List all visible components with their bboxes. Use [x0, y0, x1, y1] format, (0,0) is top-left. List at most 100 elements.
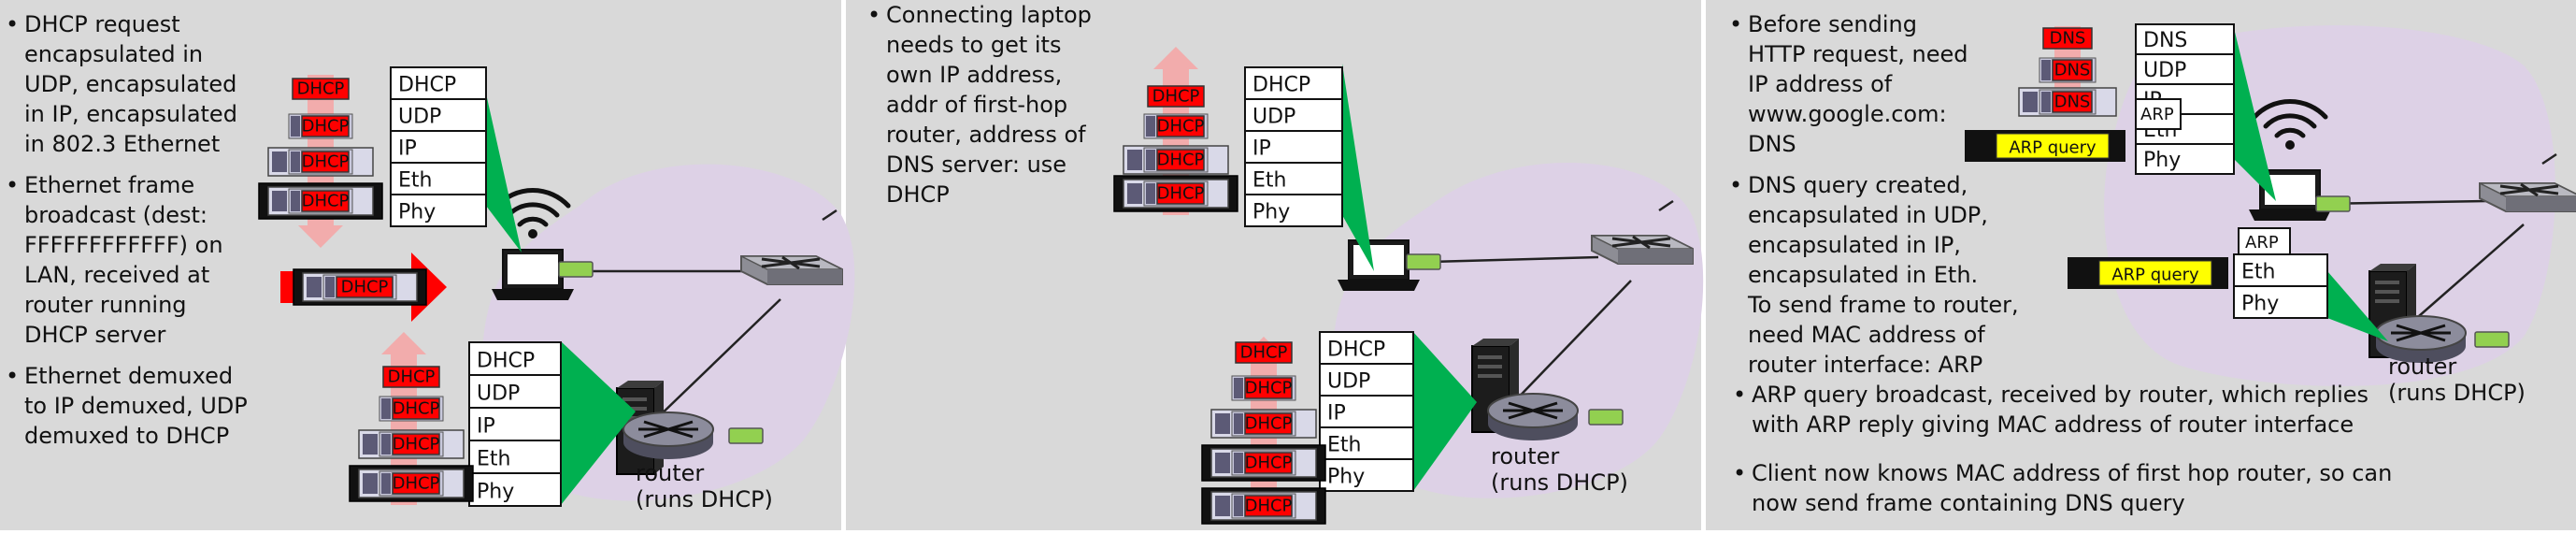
packet-tag: [301, 115, 350, 137]
stack-layer-box: [2233, 285, 2328, 319]
stack-layer-box: [468, 472, 562, 507]
panel3-bottom-bullet-1-line: now send frame containing DNS query: [1752, 490, 2185, 516]
plug-icon: [1406, 253, 1441, 270]
packet-tag: [1244, 377, 1293, 399]
packet-tag: [382, 366, 440, 388]
link-laptop-switch-2: [1429, 255, 1599, 264]
router-role-label: (runs DHCP): [2388, 380, 2526, 406]
plug-icon: [1588, 409, 1624, 426]
packet-tag: [292, 78, 350, 100]
ip-header-box: [272, 152, 287, 172]
panel2-bullet-0-line: addr of first-hop: [886, 92, 1067, 118]
panel3-bullet-0-line: IP address of: [1748, 71, 1893, 97]
stack-layer-box: [1244, 194, 1343, 227]
packet-tag: [1156, 182, 1205, 205]
stack-layer-box: [2135, 53, 2235, 85]
panel3-bullet-1-line: need MAC address of: [1748, 322, 1985, 348]
plug-icon: [2474, 331, 2510, 348]
udp-header-box: [1234, 413, 1243, 434]
panel1-bullet-1-line: Ethernet frame: [24, 172, 194, 198]
green-wedge: [1342, 64, 1374, 271]
stack-layer-label: IP: [477, 414, 495, 438]
udp-header-box: [1146, 150, 1155, 170]
green-wedge: [1413, 332, 1477, 491]
ip-header-box: [1127, 150, 1142, 170]
stack-layer-label: UDP: [1252, 106, 1295, 129]
packet-tag-label: DNS: [2054, 93, 2091, 112]
arp-layer-box: [2135, 98, 2182, 130]
bullet-marker: •: [1733, 460, 1746, 486]
green-wedge: [561, 341, 636, 505]
packet-tag-label: DHCP: [1152, 87, 1200, 107]
bullet-marker: •: [1733, 382, 1746, 408]
bullet-marker: •: [867, 2, 880, 28]
stack-layer-box: [390, 194, 487, 227]
link-switch-router-1: [653, 298, 781, 422]
packet-tag-label: DHCP: [393, 435, 440, 455]
udp-header-box: [291, 152, 300, 172]
stack-layer-box: [1244, 66, 1343, 100]
packet-tag: [2052, 91, 2093, 113]
udp-header-box: [1234, 378, 1243, 398]
plug-icon: [2315, 195, 2351, 212]
stack-layer-box: [390, 130, 487, 164]
stack-layer-label: Eth: [1327, 434, 1361, 457]
stack-layer-label: DHCP: [398, 74, 456, 97]
ip-header-box: [363, 434, 378, 455]
ip-header-box: [1215, 453, 1230, 473]
antenna-3: [2541, 152, 2557, 166]
packet-tag: [336, 276, 394, 298]
udp-header-box: [1146, 183, 1155, 204]
panel3-bottom-bullet-0-line: ARP query broadcast, received by router,…: [1752, 382, 2368, 408]
packet-tag: [1244, 452, 1293, 474]
stack-layer-label: DHCP: [1327, 339, 1385, 362]
packet-tag: [2042, 27, 2093, 50]
ip-header-box: [272, 191, 287, 211]
antenna-1: [822, 209, 837, 222]
packet-tag: [392, 433, 440, 455]
router-icon: [1486, 392, 1580, 442]
panel1-bullet-2-line: to IP demuxed, UDP: [24, 393, 248, 419]
packet-tag-label: DHCP: [1245, 379, 1293, 398]
stack-layer-label: Phy: [1252, 201, 1290, 224]
panel1-bullet-0-line: encapsulated in: [24, 41, 203, 67]
packet-tag: [1244, 495, 1293, 517]
stack-layer-label: Eth: [477, 447, 510, 470]
packet-tag-label: DHCP: [1245, 497, 1293, 516]
stack-layer-box: [1319, 331, 1414, 365]
ip-header-box: [1127, 183, 1142, 204]
panel3-bullet-0-line: DNS: [1748, 131, 1796, 157]
panel1-bullet-0-line: DHCP request: [24, 11, 180, 37]
udp-header-box: [1234, 496, 1243, 516]
packet-tag-label: DHCP: [302, 192, 350, 211]
packet-tag: [1156, 149, 1205, 171]
panel3-bullet-1-line: encapsulated in Eth.: [1748, 262, 1978, 288]
router-label: router: [636, 460, 704, 486]
stack-layer-label: UDP: [2143, 59, 2186, 82]
packet-tag-label: DHCP: [1240, 343, 1288, 363]
green-wedge: [2234, 28, 2276, 201]
ip-header-box: [1215, 496, 1230, 516]
panel2-bullet-0-line: router, address of: [886, 122, 1086, 148]
packet-tag: [1147, 85, 1205, 108]
stack-layer-box: [1319, 458, 1414, 492]
stack-layer-box: [1244, 162, 1343, 195]
stack-layer-label: Phy: [398, 201, 436, 224]
stack-layer-label: DNS: [2143, 29, 2187, 52]
udp-header-box: [1234, 453, 1243, 473]
green-wedge: [2327, 271, 2388, 341]
packet-tag: [301, 151, 350, 173]
panel3-bullet-1-line: DNS query created,: [1748, 172, 1968, 198]
arp-query-box: [2098, 260, 2212, 286]
stack-layer-label: UDP: [477, 382, 520, 405]
panel3-bottom-bullet-0-line: with ARP reply giving MAC address of rou…: [1752, 411, 2354, 438]
arp-query-label: ARP query: [2111, 265, 2199, 284]
packet-tag: [1156, 115, 1205, 137]
panel3-bottom-bullet-1-line: Client now knows MAC address of first ho…: [1752, 460, 2392, 486]
packet-tag-label: DHCP: [341, 278, 389, 297]
